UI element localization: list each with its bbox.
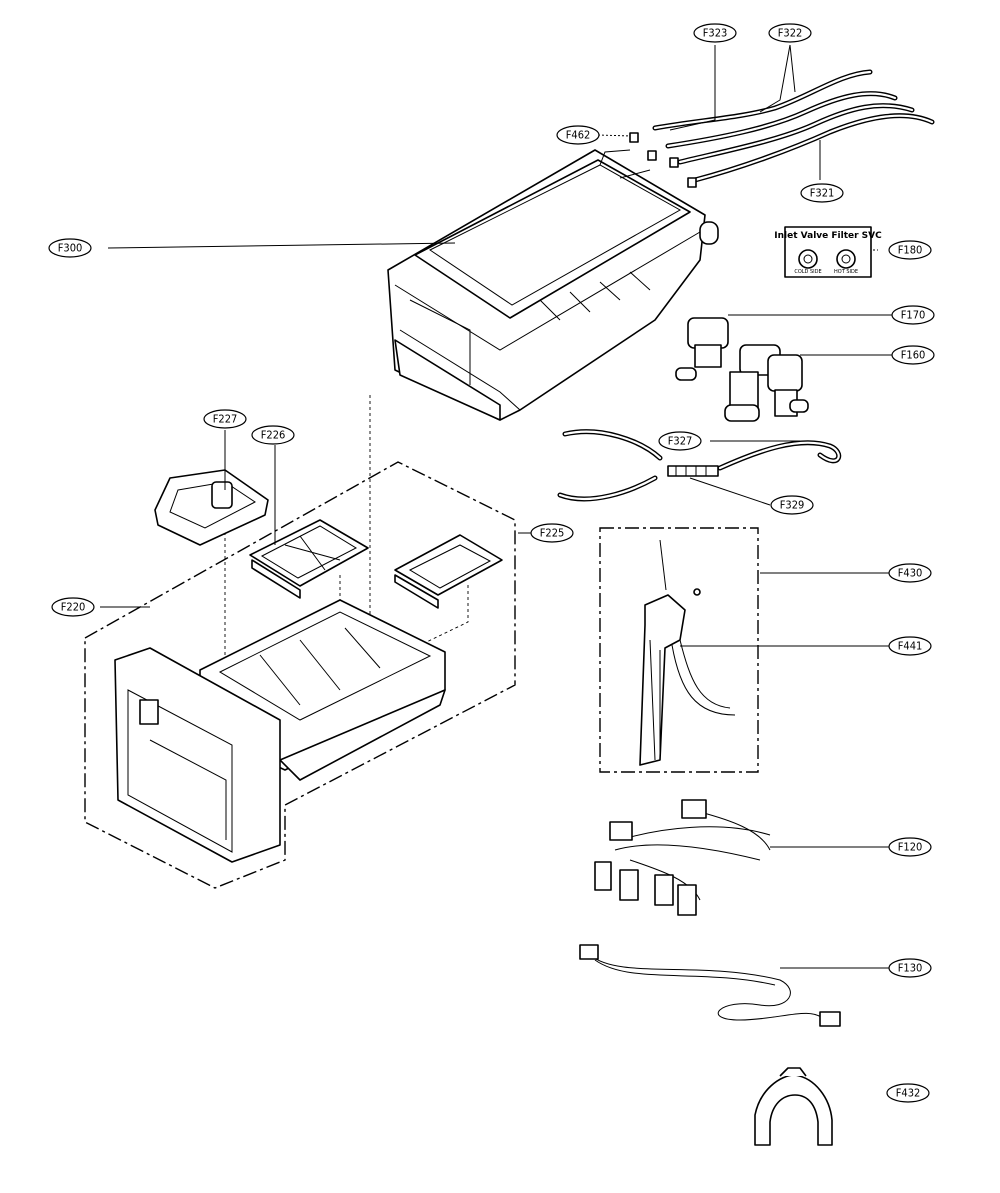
callout-f323: F323 <box>693 23 737 43</box>
callout-f300: F300 <box>48 238 92 258</box>
callout-f329: F329 <box>770 495 814 515</box>
svg-text:F323: F323 <box>703 27 728 40</box>
filter-hot-label: HOT SIDE <box>834 269 858 275</box>
callout-f322: F322 <box>768 23 812 43</box>
filter-box-title: Inlet Valve Filter SVC <box>774 231 882 241</box>
detergent-cover <box>249 519 369 599</box>
svg-text:F322: F322 <box>778 27 803 40</box>
callout-f327: F327 <box>658 431 702 451</box>
callout-f170: F170 <box>891 305 935 325</box>
svg-text:F170: F170 <box>901 309 926 322</box>
bleach-cover <box>394 534 503 609</box>
small-tubes <box>557 429 842 502</box>
filter-cold-label: COLD SIDE <box>794 269 821 275</box>
callout-f321: F321 <box>800 183 844 203</box>
drain-hose <box>639 539 736 766</box>
drain-assembly-outline <box>599 527 759 773</box>
svg-text:F430: F430 <box>898 567 923 580</box>
softener-cap <box>154 469 269 546</box>
callout-f160: F160 <box>891 345 935 365</box>
leader-lines <box>100 44 895 969</box>
svg-text:F180: F180 <box>898 244 923 257</box>
svg-text:F226: F226 <box>261 429 286 442</box>
callout-f441: F441 <box>888 636 932 656</box>
drawer-assembly-outline <box>84 461 516 889</box>
wire-harness-secondary <box>579 944 841 1027</box>
callouts: F323 F322 F462 F321 F300 F180 F170 F160 <box>48 23 935 1103</box>
callout-f430: F430 <box>888 563 932 583</box>
callout-f225: F225 <box>530 523 574 543</box>
svg-text:F441: F441 <box>898 640 923 653</box>
svg-text:F227: F227 <box>213 413 238 426</box>
callout-f120: F120 <box>888 837 932 857</box>
dispenser-housing <box>387 149 719 421</box>
callout-f180: F180 <box>888 240 932 260</box>
water-valves <box>675 317 809 422</box>
water-hoses <box>629 69 935 188</box>
svg-text:F462: F462 <box>566 129 591 142</box>
callout-f130: F130 <box>888 958 932 978</box>
svg-text:F300: F300 <box>58 242 83 255</box>
svg-text:F321: F321 <box>810 187 835 200</box>
svg-text:F130: F130 <box>898 962 923 975</box>
svg-text:F432: F432 <box>896 1087 921 1100</box>
hose-clip <box>754 1067 833 1146</box>
svg-text:F225: F225 <box>540 527 565 540</box>
svg-text:F327: F327 <box>668 435 693 448</box>
svg-text:F220: F220 <box>61 601 86 614</box>
callout-f226: F226 <box>251 425 295 445</box>
wire-harness-main <box>594 799 771 916</box>
callout-f432: F432 <box>886 1083 930 1103</box>
callout-f462: F462 <box>556 125 600 145</box>
dispenser-drawer <box>114 599 446 863</box>
svg-text:F329: F329 <box>780 499 805 512</box>
callout-f220: F220 <box>51 597 95 617</box>
callout-f227: F227 <box>203 409 247 429</box>
svg-text:F120: F120 <box>898 841 923 854</box>
svg-text:F160: F160 <box>901 349 926 362</box>
inlet-valve-filter-box: Inlet Valve Filter SVC COLD SIDE HOT SID… <box>774 226 882 278</box>
